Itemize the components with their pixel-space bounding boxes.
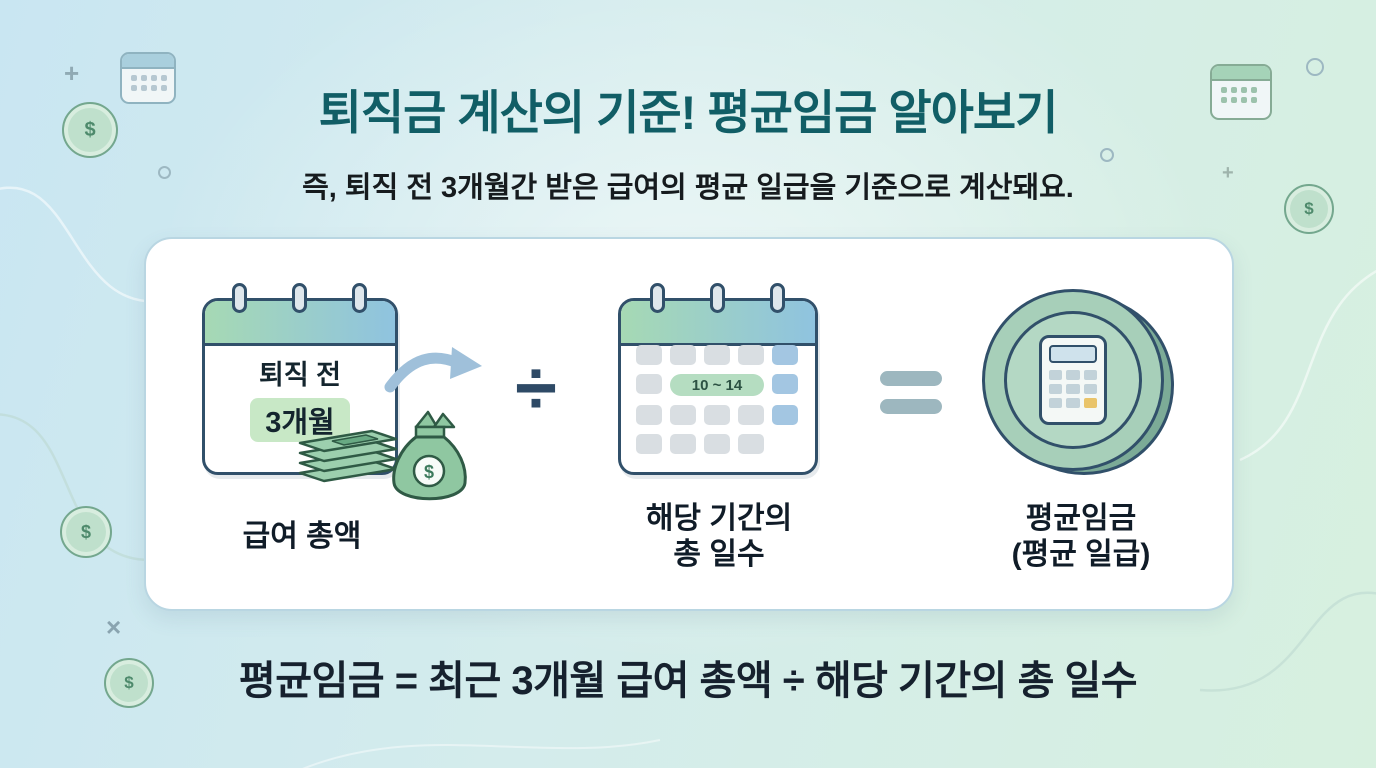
calendar-day-cell (772, 434, 798, 454)
calendar-day-cell (636, 345, 662, 365)
calendar-ring-icon (232, 283, 247, 313)
dollar-coin-icon: $ (1284, 184, 1334, 234)
dollar-sign: $ (84, 118, 96, 141)
calendar-day-cell (772, 345, 798, 365)
dollar-coin-icon: $ (104, 658, 154, 708)
calendar-ring-icon (770, 283, 785, 313)
result-caption: 평균임금 (평균 일급) (936, 501, 1226, 573)
calendar-day-cell (738, 345, 764, 365)
salary-caption: 급여 총액 (242, 520, 362, 553)
dollar-coin-icon: $ (62, 102, 118, 158)
page-title: 퇴직금 계산의 기준! 평균임금 알아보기 (318, 86, 1059, 139)
calendar-day-cell (670, 345, 696, 365)
page-subtitle: 즉, 퇴직 전 3개월간 받은 급여의 평균 일급을 기준으로 계산돼요. (302, 172, 1074, 204)
plus-icon: + (1222, 162, 1234, 184)
calendar-icon-header (122, 54, 174, 69)
dollar-sign: $ (80, 521, 91, 542)
calculator-icon (1039, 335, 1107, 425)
calendar-label-highlight: 3개월 (250, 398, 350, 442)
circle-icon (158, 166, 171, 179)
calendar-day-cell (636, 434, 662, 454)
circle-icon (1306, 58, 1324, 76)
date-range-pill: 10 ~ 14 (670, 374, 764, 396)
money-stack-and-bag-icon: $ (298, 410, 467, 501)
period-caption-line2: 총 일수 (673, 538, 765, 571)
period-calendar-illustration: 10 ~ 14 (618, 283, 818, 475)
calendar-ring-icon (352, 283, 367, 313)
dollar-sign: $ (1304, 199, 1314, 218)
equals-bar (880, 371, 942, 386)
calendar-ring-icon (650, 283, 665, 313)
calendar-label-line1: 퇴직 전 (258, 360, 342, 390)
calendar-day-cell (636, 405, 662, 425)
circle-icon (1100, 148, 1114, 162)
divide-symbol: ÷ (515, 346, 557, 431)
equals-bar (880, 399, 942, 414)
calendar-day-cell (772, 405, 798, 425)
calendar-label: 퇴직 전 3개월 (202, 353, 398, 442)
dollar-coin-icon: $ (60, 506, 112, 558)
curved-arrow-icon (384, 347, 482, 393)
calculator-keys (1049, 370, 1097, 408)
coin-inner-ring (1004, 311, 1142, 449)
period-caption-line1: 해당 기간의 (645, 502, 793, 535)
calendar-day-cell (704, 405, 730, 425)
result-caption-line1: 평균임금 (1025, 502, 1137, 535)
money-bill-band (331, 434, 379, 446)
calculator-screen (1049, 345, 1097, 363)
calendar-icon-grid (1212, 81, 1270, 103)
calendar-day-grid: 10 ~ 14 (636, 345, 798, 454)
calendar-day-cell (772, 374, 798, 394)
dollar-sign: $ (124, 673, 134, 692)
formula-text: 평균임금 = 최근 3개월 급여 총액 ÷ 해당 기간의 총 일수 (238, 659, 1138, 703)
calendar-day-cell (636, 374, 662, 394)
calendar-icon-grid (122, 69, 174, 91)
money-bag-dollar-sign: $ (424, 462, 434, 482)
calendar-day-cell (704, 345, 730, 365)
calendar-icon-header (1212, 66, 1270, 81)
calendar-ring-icon (292, 283, 307, 313)
period-caption: 해당 기간의 총 일수 (574, 501, 864, 573)
calendar-ring-icon (710, 283, 725, 313)
plus-icon: + (64, 58, 80, 88)
calendar-icon-top-right (1210, 64, 1272, 120)
diagram-card: 퇴직 전 3개월 $ (144, 237, 1234, 611)
result-caption-line2: (평균 일급) (1011, 538, 1151, 571)
average-wage-coin-illustration (982, 289, 1178, 481)
equals-icon (880, 371, 942, 414)
calendar-day-cell (738, 405, 764, 425)
calendar-day-cell (738, 434, 764, 454)
calendar-day-cell (670, 434, 696, 454)
coin-face (982, 289, 1164, 471)
calendar-day-cell (670, 405, 696, 425)
calendar-icon-top-left (120, 52, 176, 104)
x-icon: × (106, 612, 122, 642)
money-bag-icon: $ (392, 410, 467, 501)
calendar-day-cell (704, 434, 730, 454)
